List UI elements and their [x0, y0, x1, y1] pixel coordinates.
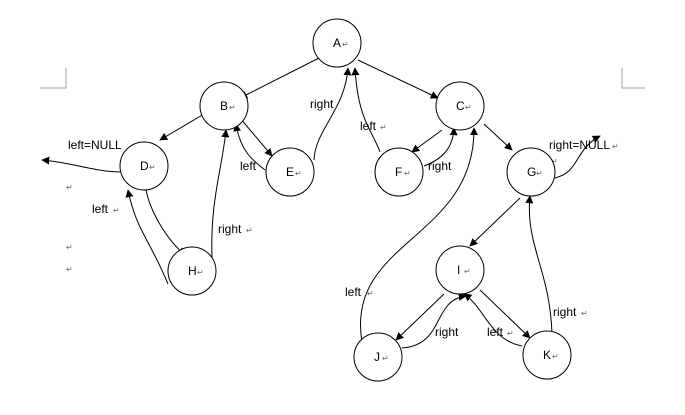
node-label: A — [333, 36, 341, 50]
return-mark: ↵ — [113, 206, 120, 215]
node-k: K ↵ — [522, 330, 572, 380]
edge-i-j — [395, 293, 445, 341]
edge-b-e — [239, 117, 273, 157]
thread-d-left-null — [41, 156, 123, 173]
thread-k-to-i — [463, 293, 523, 347]
edge-g-i — [469, 197, 521, 247]
edge-a-b — [239, 57, 320, 99]
label-j-left: left — [345, 285, 362, 299]
node-g: G ↵ — [506, 147, 556, 197]
label-h-left: left — [92, 202, 109, 216]
node-label: F — [395, 165, 402, 179]
return-mark: ↵ — [404, 169, 411, 178]
node-b: B ↵ — [199, 81, 249, 131]
thread-g-right-null — [554, 135, 601, 179]
node-label: D — [140, 159, 149, 173]
thread-j-to-c — [359, 127, 479, 343]
label-e-right: right — [310, 97, 334, 111]
return-mark: ↵ — [465, 103, 472, 112]
return-mark: ↵ — [380, 123, 387, 132]
return-mark: ↵ — [295, 169, 302, 178]
node-label: E — [286, 165, 294, 179]
node-a: A ↵ — [312, 18, 362, 68]
return-mark: ↵ — [552, 352, 559, 361]
return-mark: ↵ — [66, 265, 73, 274]
return-mark: ↵ — [464, 267, 471, 276]
node-e: E ↵ — [265, 147, 315, 197]
node-j: J ↵ — [353, 332, 403, 382]
node-d: D ↵ — [119, 141, 169, 191]
thread-f-to-c — [423, 127, 458, 167]
page-corner-mark-right — [621, 68, 645, 89]
label-e-left: left — [240, 159, 257, 173]
node-label: K — [543, 348, 551, 362]
thread-k-to-g — [525, 195, 553, 335]
return-mark: ↵ — [229, 103, 236, 112]
node-label: H — [188, 264, 197, 278]
return-mark: ↵ — [197, 268, 204, 277]
node-label: I — [457, 263, 460, 277]
node-label: B — [220, 99, 228, 113]
label-f-right: right — [428, 159, 452, 173]
label-g-right-null: right=NULL — [549, 138, 610, 152]
return-mark: ↵ — [507, 329, 514, 338]
thread-d-to-h — [145, 189, 186, 256]
return-mark: ↵ — [612, 142, 619, 151]
node-c: C ↵ — [435, 81, 485, 131]
thread-e-to-b — [233, 123, 266, 171]
return-mark: ↵ — [551, 157, 558, 166]
return-mark: ↵ — [367, 289, 374, 298]
thread-h-to-d — [125, 189, 169, 285]
return-mark: ↵ — [581, 309, 588, 318]
return-mark: ↵ — [536, 169, 543, 178]
thread-h-to-b — [211, 129, 230, 259]
thread-f-to-a — [351, 67, 381, 153]
node-label: C — [456, 99, 465, 113]
edge-c-g — [483, 123, 513, 151]
node-label: J — [374, 350, 380, 364]
label-d-left-null: left=NULL — [68, 138, 122, 152]
edge-i-k — [479, 289, 531, 339]
page-corner-mark-left — [40, 68, 67, 89]
thread-j-to-i — [401, 292, 467, 349]
edge-b-d — [159, 113, 205, 141]
edge-a-c — [357, 59, 439, 99]
label-f-left: left — [360, 119, 377, 133]
node-h: H ↵ — [167, 246, 217, 296]
label-j-right: right — [435, 325, 459, 339]
label-h-right: right — [218, 222, 242, 236]
return-mark: ↵ — [246, 226, 253, 235]
node-f: F ↵ — [374, 147, 424, 197]
return-mark: ↵ — [342, 40, 349, 49]
return-mark: ↵ — [66, 243, 73, 252]
label-k-left: left — [487, 325, 504, 339]
node-label: G — [527, 165, 536, 179]
label-k-right: right — [553, 305, 577, 319]
thread-e-to-a — [313, 67, 352, 161]
return-mark: ↵ — [66, 183, 73, 192]
return-mark: ↵ — [382, 354, 389, 363]
edge-c-f — [411, 129, 443, 153]
node-i: I ↵ — [435, 245, 485, 295]
return-mark: ↵ — [149, 163, 156, 172]
